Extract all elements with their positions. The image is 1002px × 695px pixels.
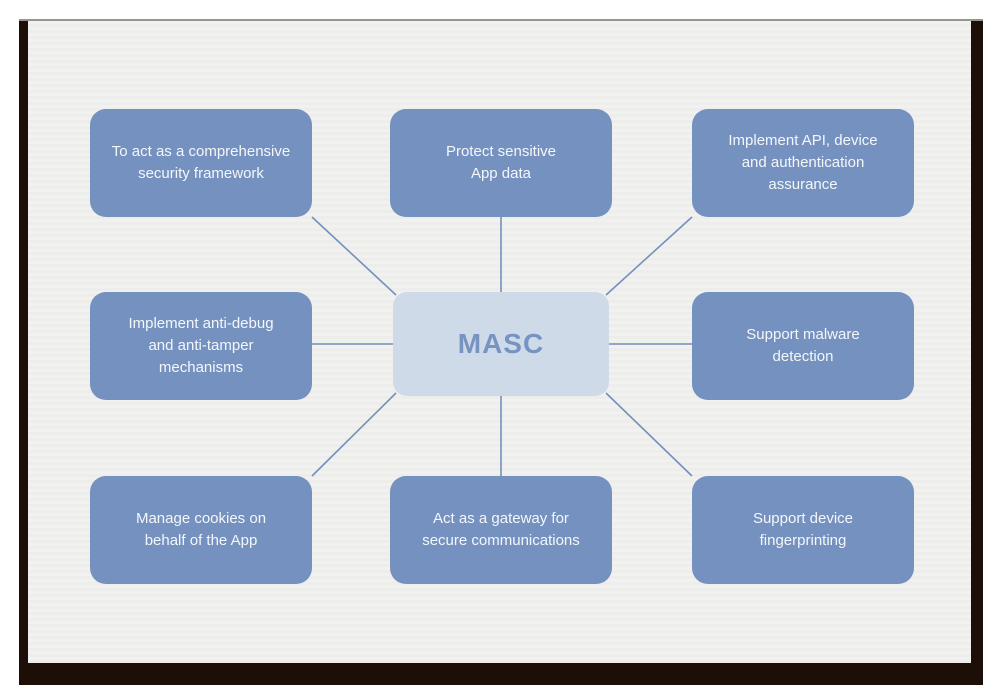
node-label: To act as a comprehensive security frame… bbox=[111, 143, 291, 182]
node-api-device-auth-assurance: Implement API, device and authentication… bbox=[692, 109, 914, 217]
node-anti-debug-anti-tamper: Implement anti-debug and anti-tamper mec… bbox=[90, 292, 312, 400]
node-protect-sensitive-app-data: Protect sensitive App data bbox=[390, 109, 612, 217]
connector-lines bbox=[311, 216, 693, 477]
node-label: Act as a gateway for secure communicatio… bbox=[422, 510, 580, 549]
node-device-fingerprinting: Support device fingerprinting bbox=[692, 476, 914, 584]
node-label: Support device fingerprinting bbox=[752, 510, 854, 549]
connector-bottom-right bbox=[605, 392, 693, 477]
node-label: Implement anti-debug and anti-tamper mec… bbox=[128, 315, 274, 376]
center-node-masc: MASC bbox=[393, 292, 609, 396]
node-support-malware-detection: Support malware detection bbox=[692, 292, 914, 400]
node-label: Manage cookies on behalf of the App bbox=[135, 510, 267, 549]
connector-top-left bbox=[311, 216, 397, 296]
node-secure-comms-gateway: Act as a gateway for secure communicatio… bbox=[390, 476, 612, 584]
slide-frame: To act as a comprehensive security frame… bbox=[19, 19, 983, 685]
node-label: Support malware detection bbox=[746, 326, 860, 365]
node-label: Protect sensitive App data bbox=[445, 143, 557, 182]
connector-top-right bbox=[605, 216, 693, 296]
connector-bottom-left bbox=[311, 392, 397, 477]
node-label: Implement API, device and authentication… bbox=[728, 132, 878, 193]
node-manage-cookies: Manage cookies on behalf of the App bbox=[90, 476, 312, 584]
slide-paper: To act as a comprehensive security frame… bbox=[28, 21, 971, 663]
node-comprehensive-security-framework: To act as a comprehensive security frame… bbox=[90, 109, 312, 217]
center-node-label: MASC bbox=[457, 328, 545, 359]
